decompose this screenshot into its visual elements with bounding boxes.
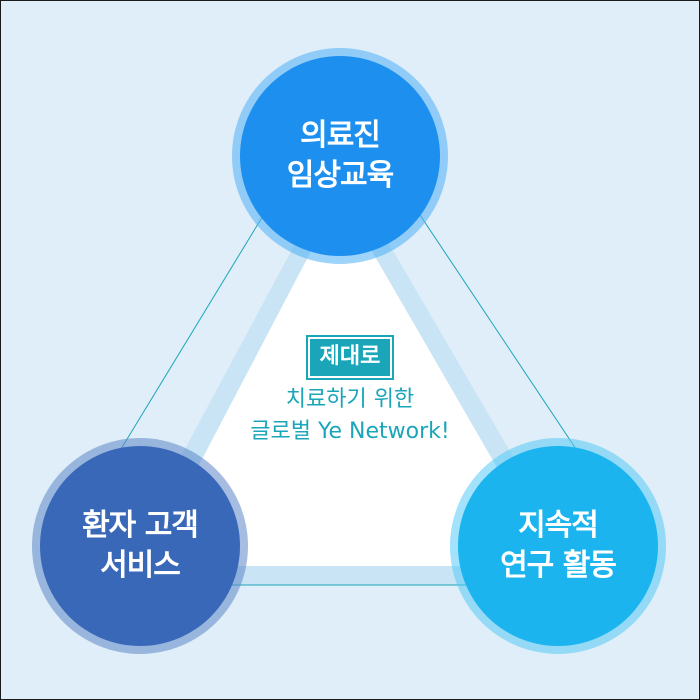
- triangle-inner: [146, 196, 554, 566]
- node-left-line-2: 서비스: [100, 548, 181, 583]
- node-left-line-1: 환자 고객: [82, 508, 199, 543]
- node-patient-service: 환자 고객 서비스: [40, 446, 240, 646]
- center-message: 제대로 치료하기 위한 글로벌 Ye Network!: [200, 335, 500, 448]
- node-right-line-1: 지속적: [518, 508, 599, 543]
- center-line-2: 글로벌 Ye Network!: [250, 419, 450, 444]
- center-line-1: 치료하기 위한: [285, 387, 415, 412]
- node-medical-education: 의료진 임상교육: [240, 56, 440, 256]
- center-badge: 제대로: [305, 335, 395, 380]
- node-research-activity: 지속적 연구 활동: [458, 446, 658, 646]
- node-top-line-2: 임상교육: [286, 158, 394, 193]
- node-top-line-1: 의료진: [300, 118, 381, 153]
- node-right-line-2: 연구 활동: [500, 548, 617, 583]
